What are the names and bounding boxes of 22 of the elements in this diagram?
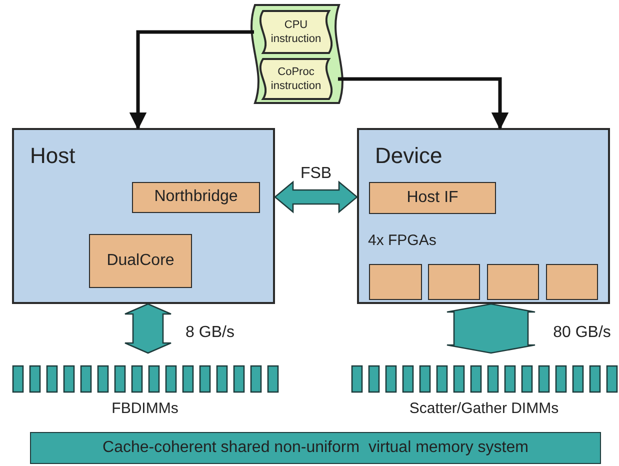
component-panel — [12, 128, 275, 304]
double-block-arrow — [274, 180, 358, 214]
instruction-label: CoProc instruction — [270, 64, 322, 94]
fpga-box — [487, 264, 539, 300]
panel-label: 4x FPGAs — [368, 232, 436, 249]
component-panel — [357, 128, 610, 304]
double-block-arrow — [446, 303, 536, 354]
panel-heading: Host — [30, 143, 76, 169]
arrow — [338, 77, 509, 130]
memory-caption: FBDIMMs — [110, 400, 180, 417]
memory-caption: Scatter/Gather DIMMs — [408, 400, 560, 417]
panel-heading: Device — [375, 143, 442, 169]
double-block-arrow — [124, 303, 172, 354]
fpga-box — [428, 264, 480, 300]
chip-box: Host IF — [369, 182, 496, 214]
chip-box: DualCore — [89, 234, 192, 288]
memory-system-bar: Cache-coherent shared non-uniform virtual memory system — [30, 432, 601, 464]
fpga-box — [546, 264, 598, 300]
arrow — [129, 30, 254, 130]
instruction-label: CPU instruction — [270, 18, 322, 46]
fpga-box — [369, 264, 422, 300]
chip-box: Northbridge — [132, 182, 260, 213]
